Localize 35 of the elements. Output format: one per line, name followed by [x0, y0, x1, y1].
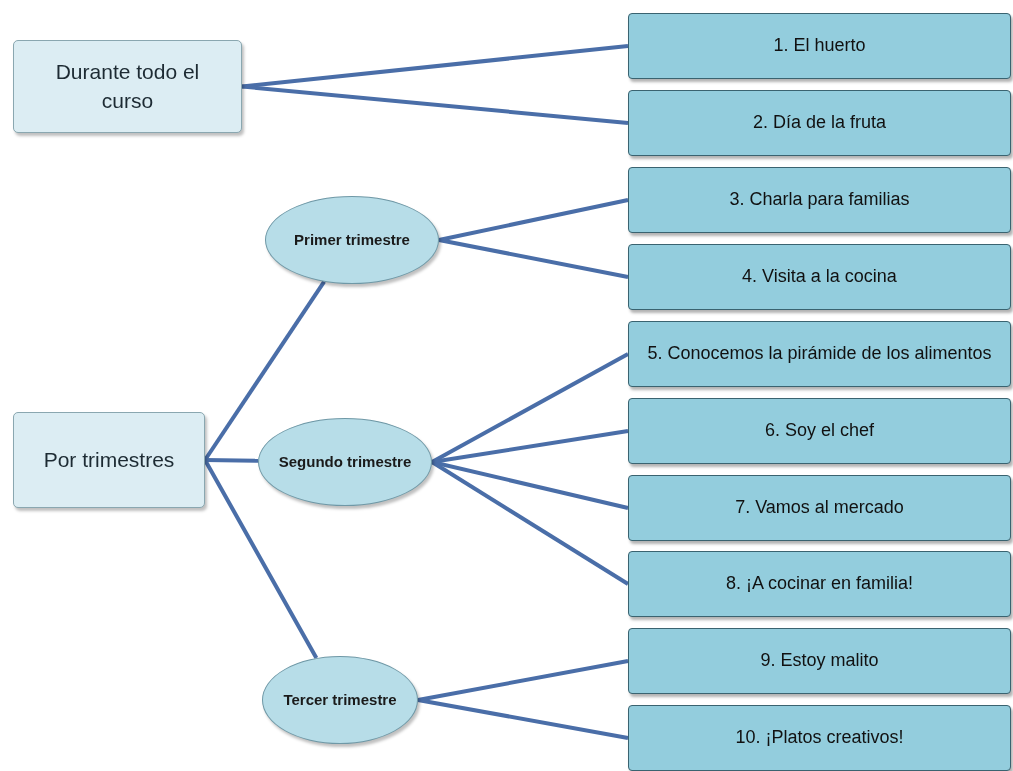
node-label: Durante todo el curso	[54, 59, 201, 114]
connector-line	[241, 84, 629, 125]
connector-line	[417, 698, 629, 740]
node-label: 5. Conocemos la pirámide de los alimentos	[647, 342, 992, 366]
node-label: 8. ¡A cocinar en familia!	[725, 572, 914, 596]
node-label: Primer trimestre	[294, 230, 410, 251]
node-label: Por trimestres	[43, 446, 175, 473]
topic-box	[628, 398, 1011, 464]
node-label: 3. Charla para familias	[729, 188, 910, 212]
connector-line	[203, 459, 319, 660]
connector-line	[241, 44, 629, 89]
node-label: Tercer trimestre	[283, 690, 397, 711]
node-label: Segundo trimestre	[278, 452, 412, 473]
topic-box	[628, 628, 1011, 694]
connector-line	[417, 659, 629, 702]
node-label: 2. Día de la fruta	[752, 111, 887, 135]
topic-box	[628, 13, 1011, 79]
node-label: 7. Vamos al mercado	[735, 496, 904, 520]
topic-box	[13, 412, 205, 508]
topic-box	[628, 705, 1011, 771]
connector-line	[204, 458, 259, 463]
connector-line	[438, 198, 629, 242]
connector-line	[438, 238, 629, 279]
node-label: 9. Estoy malito	[760, 649, 879, 673]
node-label: 10. ¡Platos creativos!	[735, 726, 904, 750]
topic-box	[628, 321, 1011, 387]
topic-box	[628, 90, 1011, 156]
topic-box	[628, 475, 1011, 541]
node-label: 6. Soy el chef	[764, 419, 875, 443]
topic-box	[628, 167, 1011, 233]
node-label: 1. El huerto	[773, 34, 866, 58]
node-label: 4. Visita a la cocina	[742, 265, 897, 289]
topic-box	[628, 551, 1011, 617]
topic-box	[13, 40, 242, 133]
topic-box	[628, 244, 1011, 310]
